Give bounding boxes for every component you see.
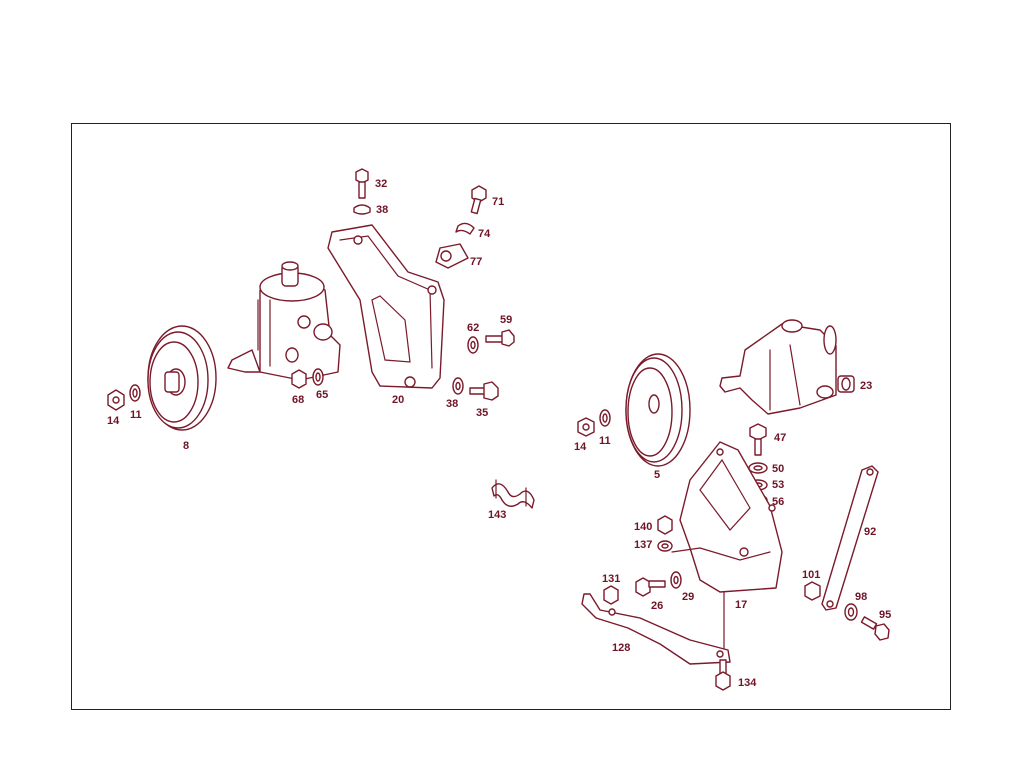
label-26: 26	[651, 600, 663, 612]
label-23: 23	[860, 380, 872, 392]
label-71: 71	[492, 196, 504, 208]
bolt-71	[470, 185, 487, 215]
label-77: 77	[470, 256, 482, 268]
clamp-143	[491, 479, 535, 509]
label-35: 35	[476, 407, 488, 419]
washer-38-top	[353, 204, 371, 215]
label-5: 5	[654, 469, 660, 481]
label-14-left: 14	[107, 415, 120, 427]
label-56: 56	[772, 496, 784, 508]
label-11-left: 11	[130, 409, 142, 421]
label-59: 59	[500, 314, 512, 326]
label-50: 50	[772, 463, 784, 475]
bracket-17	[679, 441, 783, 593]
nut-68	[291, 369, 307, 389]
label-32: 32	[375, 178, 387, 190]
pulley-5	[625, 353, 691, 467]
nut-14-right	[577, 417, 595, 437]
bolt-95	[860, 616, 890, 641]
label-137: 137	[634, 539, 652, 551]
leader-137	[671, 547, 701, 553]
label-20: 20	[392, 394, 404, 406]
label-128: 128	[612, 642, 630, 654]
washer-137	[657, 540, 673, 552]
bolt-59	[485, 329, 515, 347]
label-98: 98	[855, 591, 867, 603]
label-11-right: 11	[599, 435, 611, 447]
label-38-top: 38	[376, 204, 388, 216]
pump-housing-left	[227, 261, 341, 381]
bolt-32	[355, 168, 369, 199]
washer-38-lower	[452, 377, 464, 395]
pump-housing-right	[719, 319, 837, 415]
washer-98	[844, 603, 858, 621]
label-74: 74	[478, 228, 491, 240]
label-38-lower: 38	[446, 398, 458, 410]
nut-140	[657, 515, 673, 535]
pulley-8	[147, 325, 217, 431]
label-47: 47	[774, 432, 786, 444]
washer-11-left	[129, 384, 141, 402]
washer-62	[467, 336, 479, 354]
bolt-35	[469, 381, 499, 401]
label-134: 134	[738, 677, 757, 689]
bracket-20	[327, 224, 445, 389]
nut-131	[603, 585, 619, 605]
label-29: 29	[682, 591, 694, 603]
label-17: 17	[735, 599, 747, 611]
label-131: 131	[602, 573, 620, 585]
bolt-134	[715, 659, 731, 691]
nut-101	[804, 581, 821, 601]
nut-14-left	[107, 389, 125, 411]
washer-50	[748, 462, 768, 474]
washer-11-right	[599, 409, 611, 427]
label-8: 8	[183, 440, 189, 452]
label-101: 101	[802, 569, 820, 581]
washer-65	[312, 368, 324, 386]
label-14-right: 14	[574, 441, 587, 453]
bolt-26	[635, 577, 666, 597]
washer-29	[670, 571, 682, 589]
label-140: 140	[634, 521, 652, 533]
diagram-frame	[71, 123, 951, 710]
label-62: 62	[467, 322, 479, 334]
label-68: 68	[292, 394, 304, 406]
mount-77	[435, 243, 469, 269]
rod-92	[821, 465, 879, 611]
label-95: 95	[879, 609, 891, 621]
label-65: 65	[316, 389, 328, 401]
label-92: 92	[864, 526, 876, 538]
clip-74	[455, 222, 475, 235]
bracket-128	[581, 593, 731, 665]
bolt-47	[749, 423, 767, 456]
label-143: 143	[488, 509, 506, 521]
bushing-23	[837, 375, 855, 393]
label-53: 53	[772, 479, 784, 491]
